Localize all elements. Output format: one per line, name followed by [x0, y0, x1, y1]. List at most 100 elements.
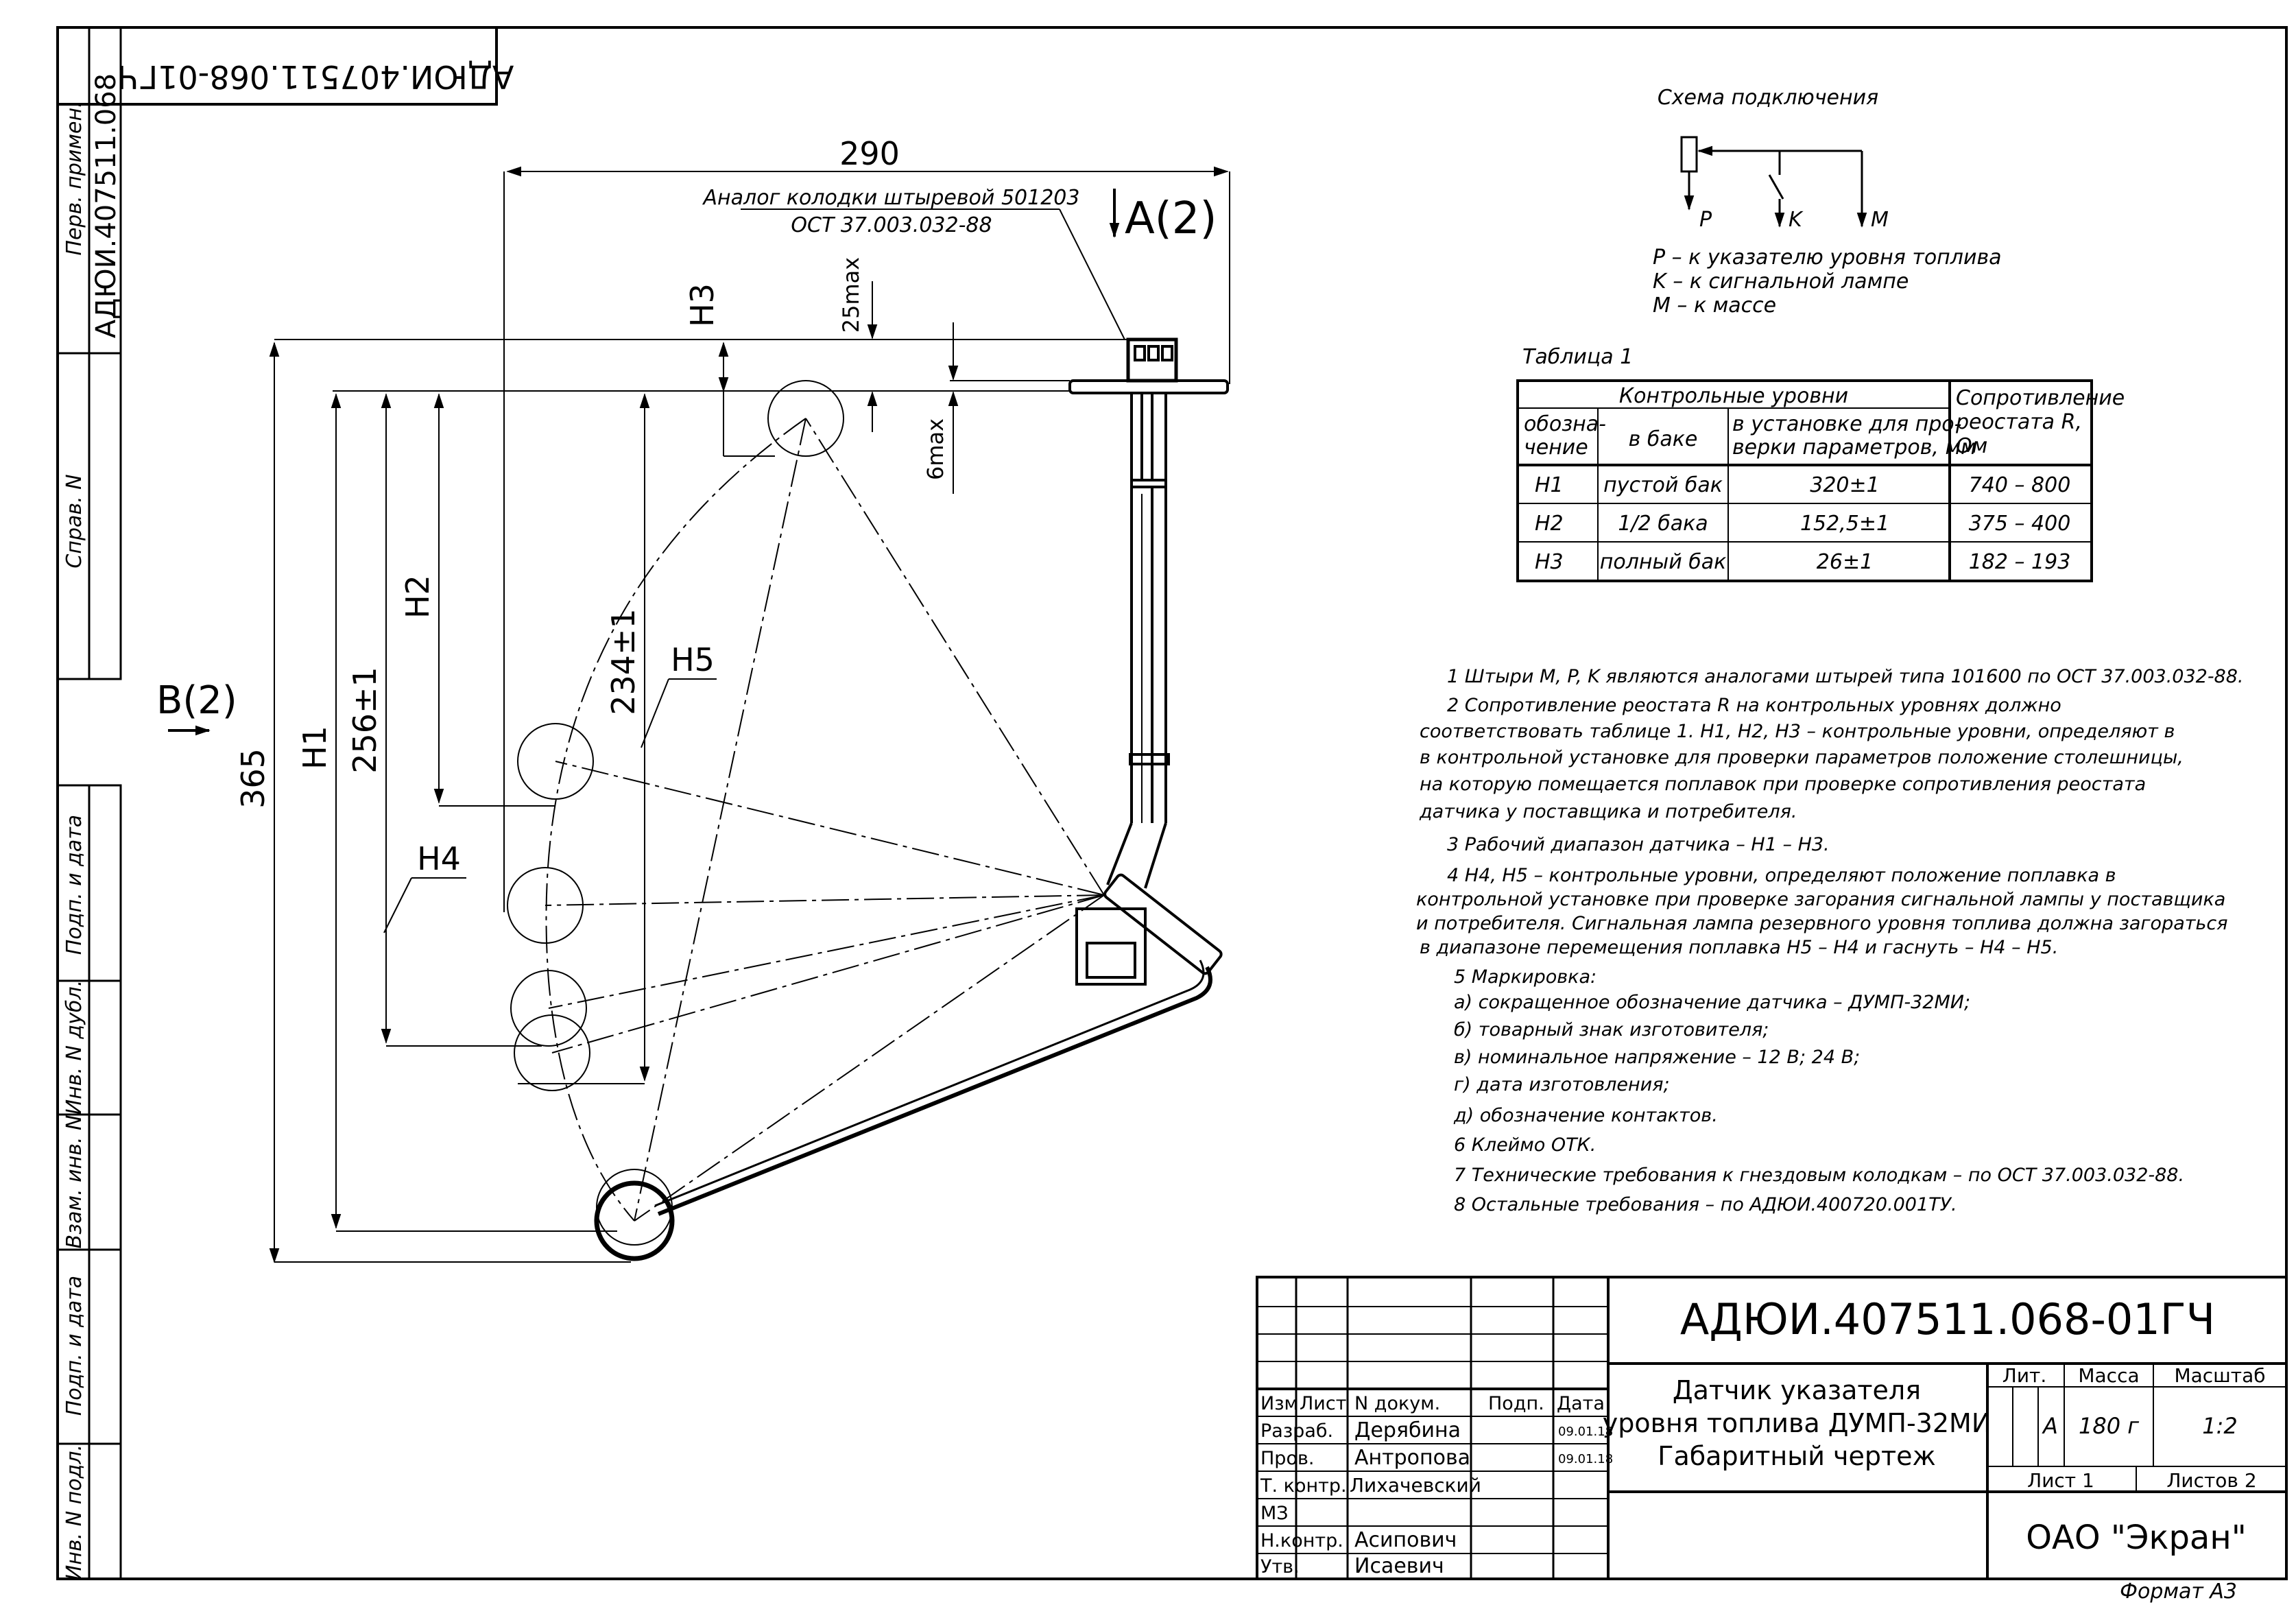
table1-header-resist-1: реостата R, — [1955, 410, 2082, 434]
table1-col-designation-0: обозна- — [1524, 412, 1606, 436]
note-line: б) товарный знак изготовителя; — [1454, 1019, 1769, 1040]
dim-h3: H3 — [684, 283, 721, 327]
dim-h2: H2 — [399, 575, 436, 619]
connector-note-2: ОСТ 37.003.032-88 — [791, 213, 992, 237]
note-line: 6 Клеймо ОТК. — [1454, 1134, 1596, 1156]
table1-col-designation-1: чение — [1524, 436, 1588, 460]
scale-value: 1:2 — [2202, 1413, 2238, 1439]
table-row-h3-setup: 26±1 — [1817, 550, 1873, 574]
table-row-h3-resist: 182 – 193 — [1969, 550, 2071, 574]
table1-col-setup-0: в установке для про- — [1732, 412, 1961, 436]
center-lines — [545, 418, 1105, 1222]
sprav-label: Справ. N — [62, 474, 86, 568]
dim-234: 234±1 — [605, 608, 642, 715]
hdr-podp: Подп. — [1488, 1393, 1544, 1414]
table-row-h2-name: H2 — [1535, 512, 1564, 536]
sheet-label: Лист 1 — [2027, 1469, 2094, 1492]
table1-caption: Таблица 1 — [1522, 345, 1633, 369]
perv-primen-value: АДЮИ.407511.068 — [91, 73, 122, 338]
lit-value: A — [2042, 1413, 2058, 1439]
title-block: АДЮИ.407511.068-01ГЧ Датчик указателя ур… — [1256, 1276, 2288, 1580]
note-line: 8 Остальные требования – по АДЮИ.400720.… — [1454, 1194, 1957, 1215]
dim-365: 365 — [235, 748, 272, 809]
mass-label: Масса — [2078, 1364, 2139, 1387]
table1-header-resist-2: Ом — [1956, 434, 1987, 458]
dim-256: 256±1 — [346, 667, 383, 774]
dimension-lines — [168, 166, 1230, 1263]
product-name-1: Датчик указателя — [1673, 1375, 1921, 1405]
sheets-label: Листов 2 — [2166, 1469, 2256, 1492]
scheme-legend-1: K – к сигнальной лампе — [1653, 270, 1909, 294]
table1-header-resist-0: Сопротивление — [1956, 386, 2125, 410]
note-line: в контрольной установке для проверки пар… — [1420, 747, 2184, 768]
hdr-ndoc: N докум. — [1354, 1393, 1440, 1414]
note-line: 3 Рабочий диапазон датчика – H1 – H3. — [1447, 834, 1830, 855]
float-positions — [507, 380, 844, 1246]
table-row-h2-setup: 152,5±1 — [1800, 512, 1889, 536]
person-role: Т. контр. — [1260, 1475, 1347, 1497]
dim-6max: 6max — [922, 418, 948, 480]
table-row-h3-tank: полный бак — [1600, 550, 1726, 574]
perv-primen-label: Перв. примен. — [62, 101, 86, 255]
mass-value: 180 г — [2079, 1413, 2139, 1439]
table-row-h1-name: H1 — [1535, 473, 1564, 497]
product-name-3: Габаритный чертеж — [1658, 1441, 1935, 1471]
sheet-frame — [56, 26, 2288, 1580]
scheme-title: Схема подключения — [1658, 86, 1878, 110]
table-row-h2-resist: 375 – 400 — [1969, 512, 2071, 536]
table1-col-setup-1: верки параметров, мм — [1732, 436, 1976, 460]
table-row-h1-tank: пустой бак — [1603, 473, 1723, 497]
person-role: МЗ — [1260, 1503, 1289, 1524]
note-line: 5 Маркировка: — [1454, 966, 1597, 988]
note-line: и потребителя. Сигнальная лампа резервно… — [1416, 913, 2227, 934]
table-row-h3-name: H3 — [1535, 550, 1564, 574]
note-line: датчика у поставщика и потребителя. — [1419, 801, 1797, 822]
note-line: а) сокращенное обозначение датчика – ДУМ… — [1454, 992, 1970, 1013]
note-line: 7 Технические требования к гнездовым кол… — [1454, 1165, 2184, 1186]
connector-note-1: Аналог колодки штыревой 501203 — [702, 186, 1080, 210]
product-name-2: уровня топлива ДУМП-32МИ — [1603, 1408, 1992, 1438]
note-line: г) дата изготовления; — [1454, 1074, 1670, 1095]
note-line: в диапазоне перемещения поплавка H5 – H4… — [1420, 937, 2058, 958]
inv-dubl-label: Инв. N дубл. — [62, 980, 86, 1115]
note-line: на которую помещается поплавок при прове… — [1420, 774, 2146, 795]
table-row-h1-setup: 320±1 — [1810, 473, 1879, 497]
company-name: ОАО "Экран" — [2026, 1519, 2247, 1557]
dim-25max: 25max — [838, 257, 864, 333]
float-arm-body — [654, 873, 1223, 1216]
table-row-h2-tank: 1/2 бака — [1618, 512, 1708, 536]
vzam-inv-label: Взам. инв. N — [62, 1115, 86, 1249]
note-line: в) номинальное напряжение – 12 B; 24 B; — [1454, 1047, 1860, 1068]
person-role: Разраб. — [1260, 1420, 1333, 1442]
person-date: 09.01.18 — [1558, 1425, 1613, 1439]
top-stamp: АДЮИ.407511.068-01ГЧ — [117, 58, 514, 95]
note-line: 2 Сопротивление реостата R на контрольны… — [1447, 695, 2061, 716]
note-line: д) обозначение контактов. — [1453, 1105, 1718, 1126]
left-strip-labels: Перв. примен. АДЮИ.407511.068 Справ. N П… — [62, 73, 122, 1580]
sensor-tube — [1106, 393, 1170, 889]
person-role: Н.контр. — [1260, 1530, 1343, 1551]
doc-number: АДЮИ.407511.068-01ГЧ — [1680, 1294, 2215, 1344]
flange — [1068, 337, 1229, 394]
table1-col-tank: в баке — [1629, 427, 1698, 451]
inv-podl-label: Инв. N подл. — [62, 1444, 86, 1580]
person-name: Исаевич — [1354, 1554, 1444, 1578]
hdr-data: Дата — [1557, 1393, 1605, 1414]
dim-h4: H4 — [417, 840, 461, 877]
dim-h5: H5 — [671, 641, 715, 678]
table1-header-levels: Контрольные уровни — [1619, 384, 1848, 408]
hdr-list: Лист — [1300, 1393, 1346, 1414]
lit-label: Лит. — [2002, 1364, 2046, 1387]
table-row-h1-resist: 740 – 800 — [1969, 473, 2071, 497]
technical-notes: 1 Штыри M, P, K являются аналогами штыре… — [1416, 666, 2244, 1215]
scheme-p: P — [1699, 208, 1712, 232]
scheme-m: M — [1871, 208, 1889, 232]
dim-h1: H1 — [296, 726, 333, 770]
scheme-k: K — [1789, 208, 1804, 232]
note-line: соответствовать таблице 1. H1, H2, H3 – … — [1420, 721, 2175, 742]
scheme-legend-0: P – к указателю уровня топлива — [1653, 246, 2002, 270]
podp-data-label-2: Подп. и дата — [62, 1276, 86, 1416]
scale-label: Масштаб — [2174, 1364, 2265, 1387]
note-line: 4 H4, H5 – контрольные уровни, определяю… — [1447, 865, 2116, 886]
